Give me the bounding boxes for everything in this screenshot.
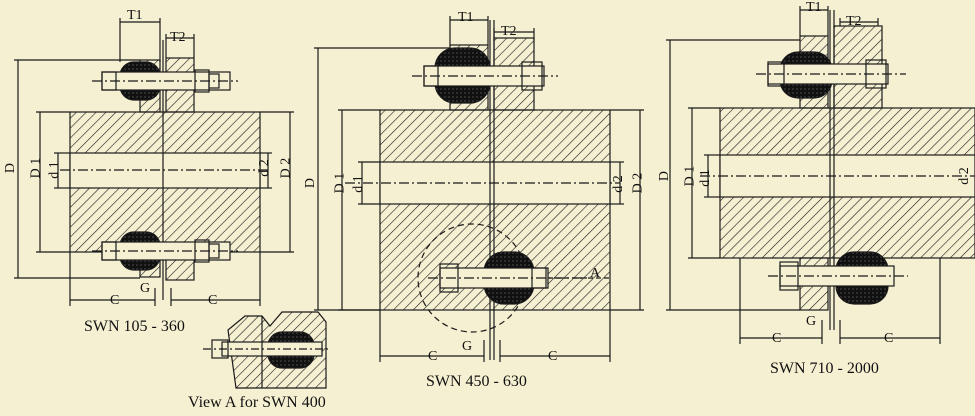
right-t1-label: T1 <box>806 0 822 15</box>
center-d2-outer-label: D 2 <box>630 172 646 194</box>
left-d-label: D <box>3 162 19 174</box>
caption-view-a: View A for SWN 400 <box>188 394 326 411</box>
center-d2-bore-label: d 2 <box>610 175 626 193</box>
right-c-label-2: C <box>884 331 894 346</box>
right-d1-outer-label: D 1 <box>682 165 698 187</box>
center-g-label: G <box>462 339 473 354</box>
right-d1-bore-label: d 1 <box>697 169 713 187</box>
right-c-label-1: C <box>772 331 782 346</box>
caption-center: SWN 450 - 630 <box>426 373 527 390</box>
center-d1-outer-label: D 1 <box>332 172 348 194</box>
view-a-detail <box>203 311 330 389</box>
left-coupling-view <box>14 18 294 306</box>
left-d1-bore-label: d 1 <box>46 161 62 179</box>
center-t2-label: T2 <box>501 24 517 39</box>
center-d-label: D <box>303 177 319 189</box>
left-g-label: G <box>140 281 151 296</box>
left-d1-outer-label: D 1 <box>28 157 44 179</box>
right-g-label: G <box>806 314 817 329</box>
left-d2-outer-label: D 2 <box>278 157 294 179</box>
caption-right: SWN 710 - 2000 <box>770 360 879 377</box>
caption-left: SWN 105 - 360 <box>84 318 185 335</box>
center-d1-bore-label: d 1 <box>350 175 366 193</box>
center-c-label-2: C <box>548 349 558 364</box>
center-t1-label: T1 <box>458 10 474 25</box>
right-coupling-view <box>666 6 975 344</box>
left-c-label-1: C <box>110 293 120 308</box>
right-d-label: D <box>657 170 673 182</box>
right-t2-label: T2 <box>846 14 862 29</box>
center-a-label: A <box>590 266 601 281</box>
left-c-label-2: C <box>208 293 218 308</box>
right-d2-bore-label: d 2 <box>956 167 972 185</box>
left-d2-bore-label: d 2 <box>256 159 272 177</box>
center-coupling-view <box>314 16 644 362</box>
center-c-label-1: C <box>428 349 438 364</box>
left-t2-label: T2 <box>170 30 186 45</box>
left-t1-label: T1 <box>127 8 143 23</box>
